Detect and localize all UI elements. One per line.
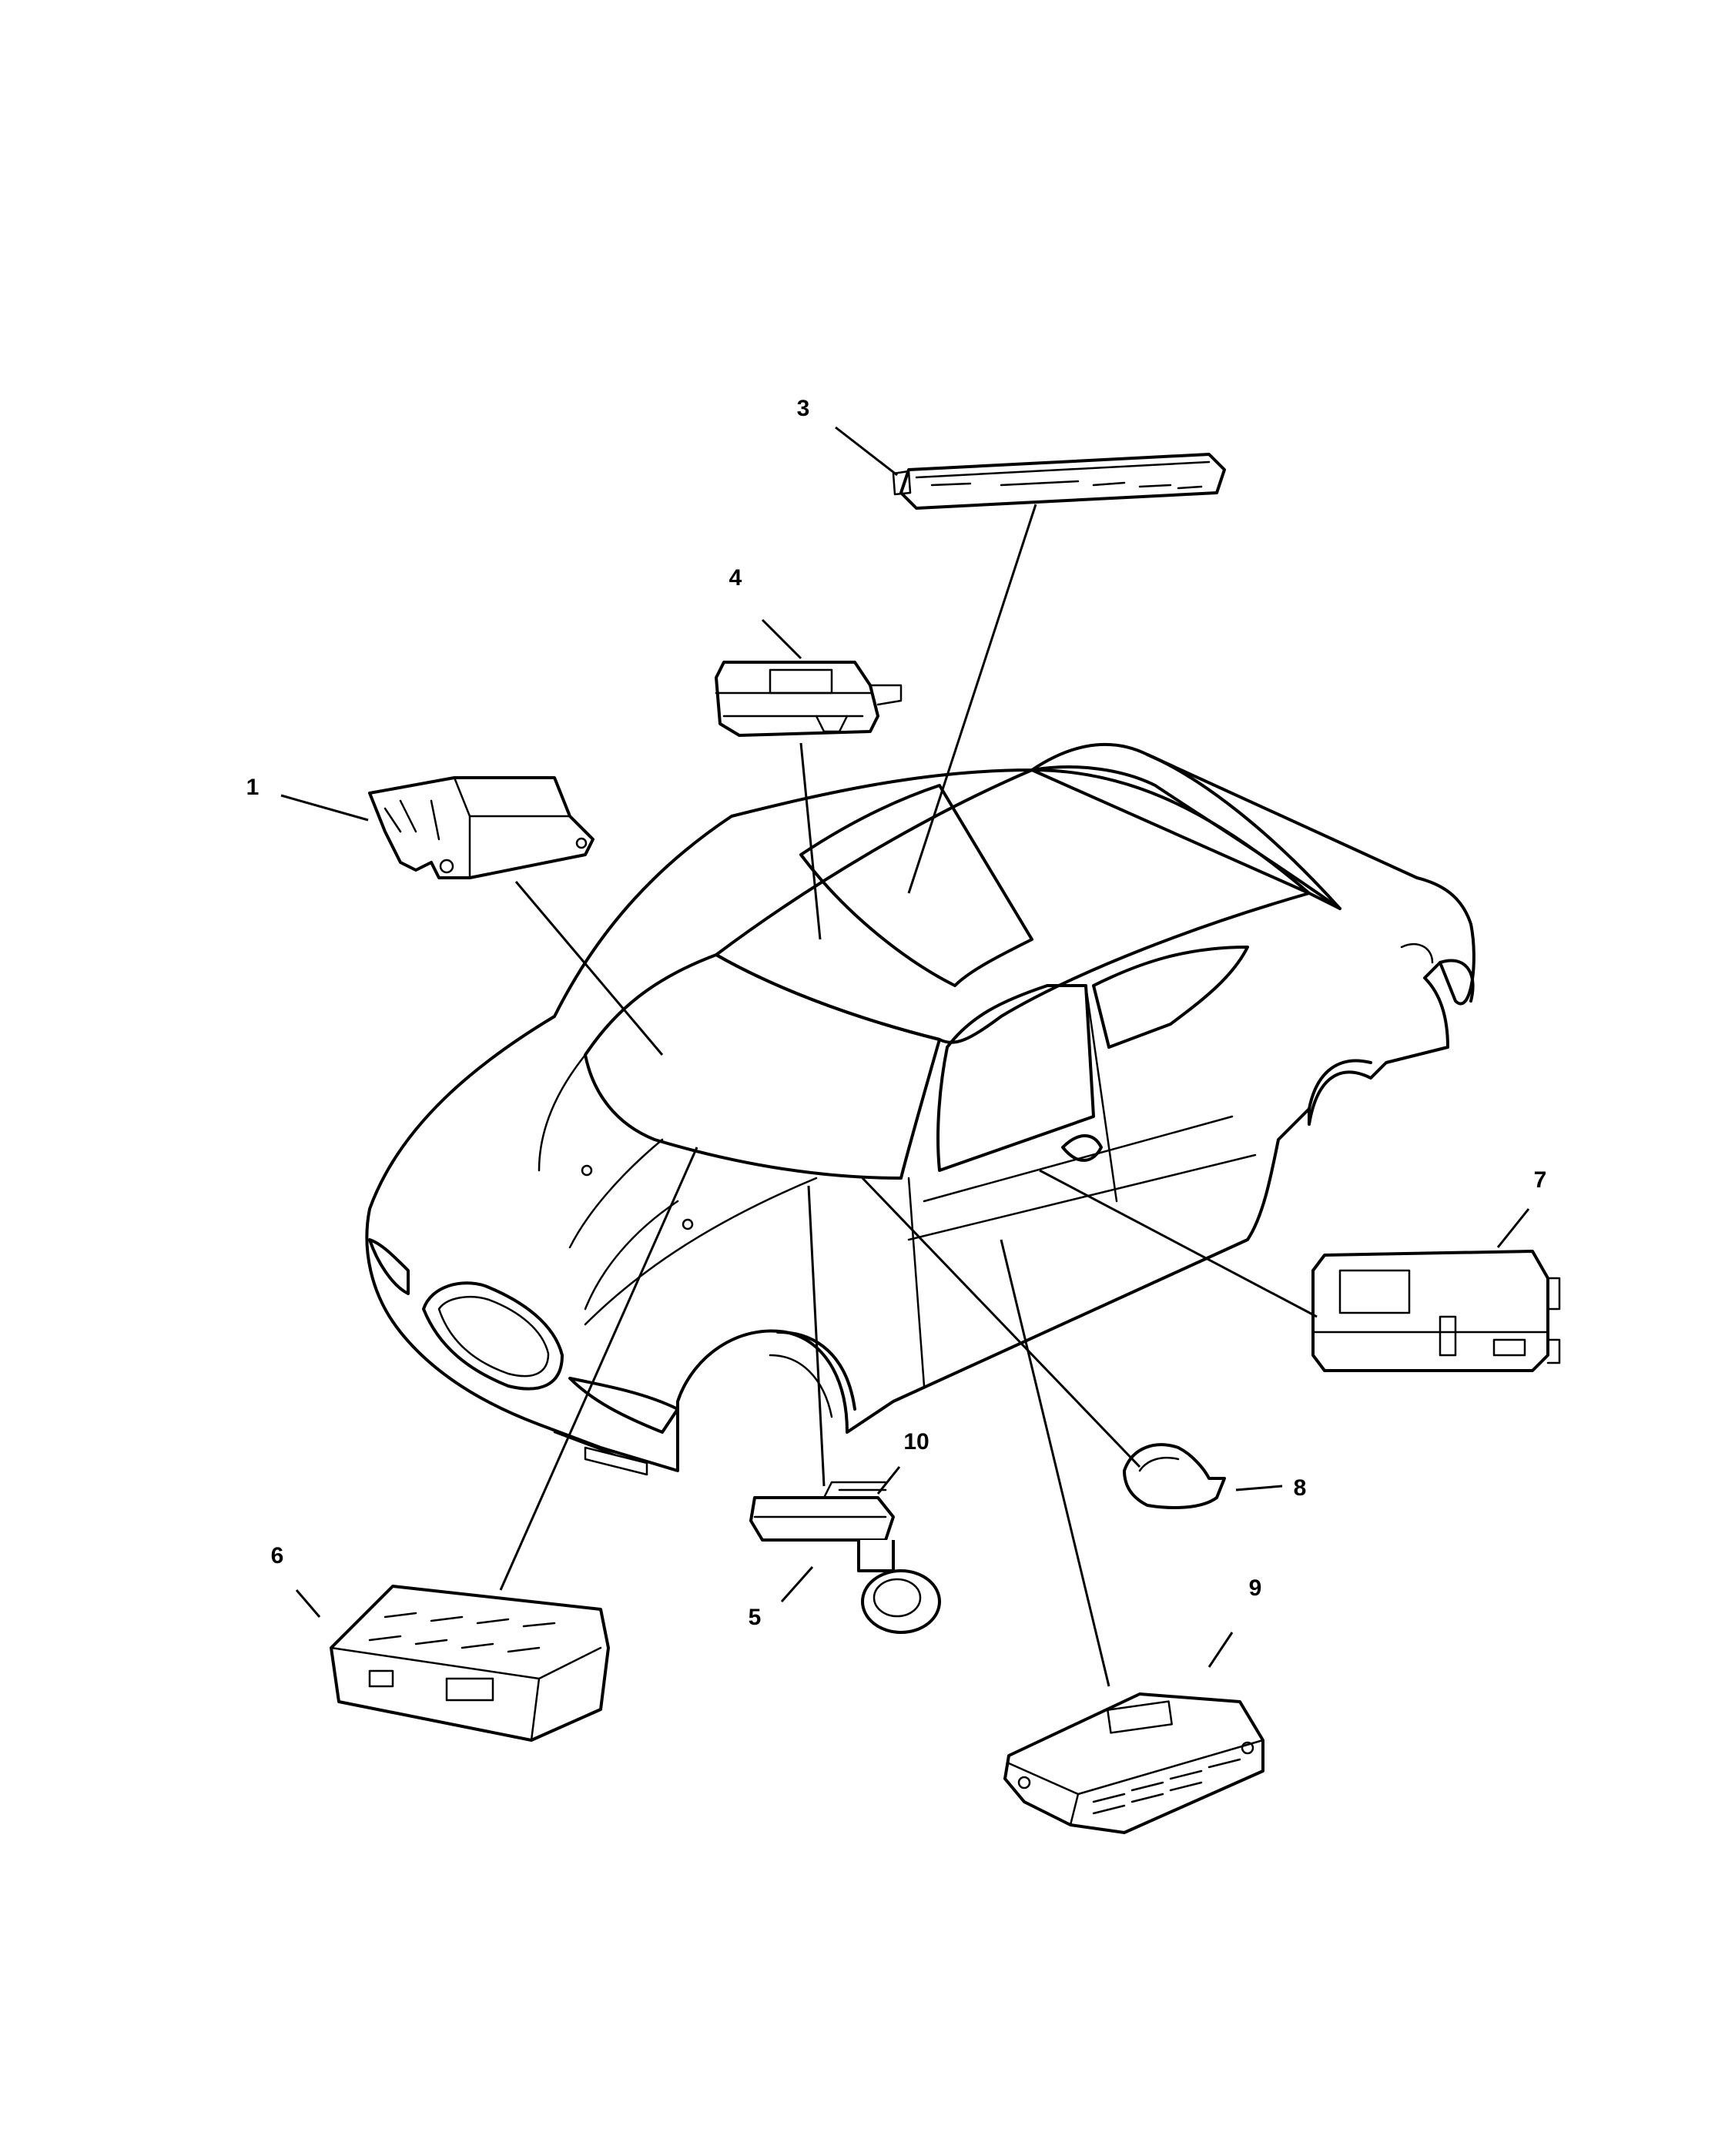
component-6-junction-block <box>330 1585 610 1742</box>
callout-1: 1 <box>246 775 260 800</box>
component-7-module <box>1311 1250 1561 1372</box>
callout-5: 5 <box>749 1605 762 1630</box>
callout-7: 7 <box>1534 1167 1547 1193</box>
component-8-sensor <box>1123 1443 1226 1509</box>
callout-labels: 1 3 4 5 6 7 8 9 10 <box>246 396 1547 1630</box>
callout-9: 9 <box>1249 1575 1262 1601</box>
component-1-airbag-module <box>368 776 595 879</box>
vehicle-body <box>365 742 1475 1476</box>
callout-4: 4 <box>729 565 742 591</box>
callout-8: 8 <box>1294 1475 1307 1501</box>
callout-6: 6 <box>271 1543 284 1568</box>
callout-3: 3 <box>797 396 810 421</box>
callout-10: 10 <box>903 1429 929 1455</box>
leader-lines <box>280 426 1530 1687</box>
component-4-module <box>715 661 903 737</box>
component-9-control-module <box>1003 1692 1264 1834</box>
component-5-10-module <box>749 1481 941 1634</box>
component-3-long-module <box>892 453 1226 510</box>
